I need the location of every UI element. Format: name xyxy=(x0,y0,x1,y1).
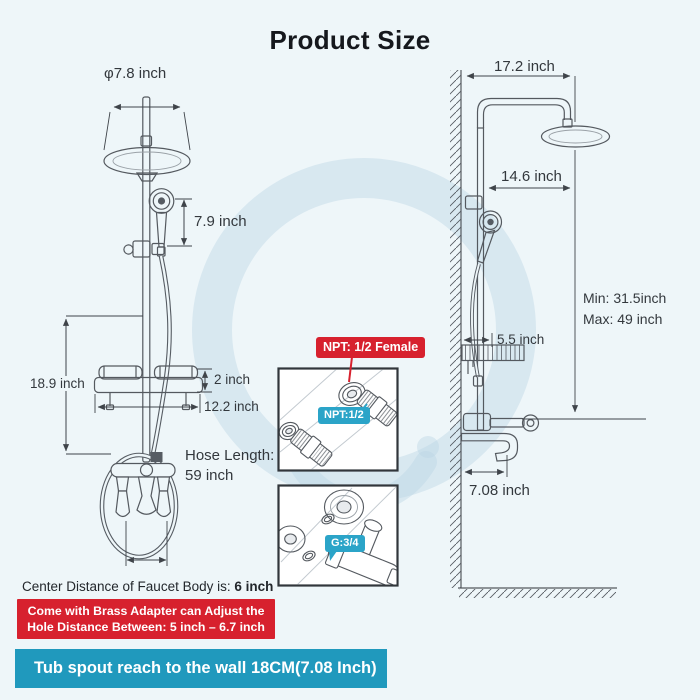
label-shelf-depth: 5.5 inch xyxy=(497,332,545,347)
right-shower-drawing xyxy=(450,70,617,598)
label-handheld-length: 7.9 inch xyxy=(194,213,247,230)
adapter-note: Come with Brass Adapter can Adjust the H… xyxy=(17,599,275,639)
badge-g34: G:3/4 xyxy=(325,535,365,552)
label-shelf-thickness: 2 inch xyxy=(214,372,251,387)
label-head-diameter: φ7.8 inch xyxy=(104,65,167,82)
label-arm-reach: 17.2 inch xyxy=(494,58,555,75)
label-height-min: Min: 31.5inch xyxy=(583,290,667,306)
center-distance-label: Center Distance of Faucet Body is: xyxy=(22,579,235,594)
adapter-note-line2: Hole Distance Between: 5 inch – 6.7 inch xyxy=(20,619,272,635)
badge-npt-female: NPT: 1/2 Female xyxy=(316,337,426,358)
adapter-note-line2-label: Hole Distance Between: xyxy=(27,620,170,634)
label-hose-length-line2: 59 inch xyxy=(185,467,234,484)
label-height-max: Max: 49 inch xyxy=(583,311,663,327)
adapter-note-line2-value: 5 inch – 6.7 inch xyxy=(169,620,265,634)
badge-npt-half: NPT:1/2 xyxy=(318,407,370,424)
adapter-note-line1: Come with Brass Adapter can Adjust the xyxy=(27,604,265,618)
label-head-offset: 14.6 inch xyxy=(501,168,562,185)
label-hose-length-line1: Hose Length: xyxy=(185,447,275,464)
label-hose-length: Hose Length: 59 inch xyxy=(185,446,274,486)
label-shelf-width: 12.2 inch xyxy=(204,399,259,414)
center-distance-note: Center Distance of Faucet Body is: 6 inc… xyxy=(22,579,273,594)
tub-spout-banner: Tub spout reach to the wall 18CM(7.08 In… xyxy=(15,649,387,688)
dimension-lines xyxy=(62,72,646,566)
label-spout-reach: 7.08 inch xyxy=(469,482,530,499)
label-bar-height: 18.9 inch xyxy=(28,376,87,391)
page-title: Product Size xyxy=(269,25,431,55)
left-shower-drawing xyxy=(93,96,204,560)
label-height-range: Min: 31.5inch Max: 49 inch xyxy=(583,288,666,330)
center-distance-value: 6 inch xyxy=(234,579,274,594)
